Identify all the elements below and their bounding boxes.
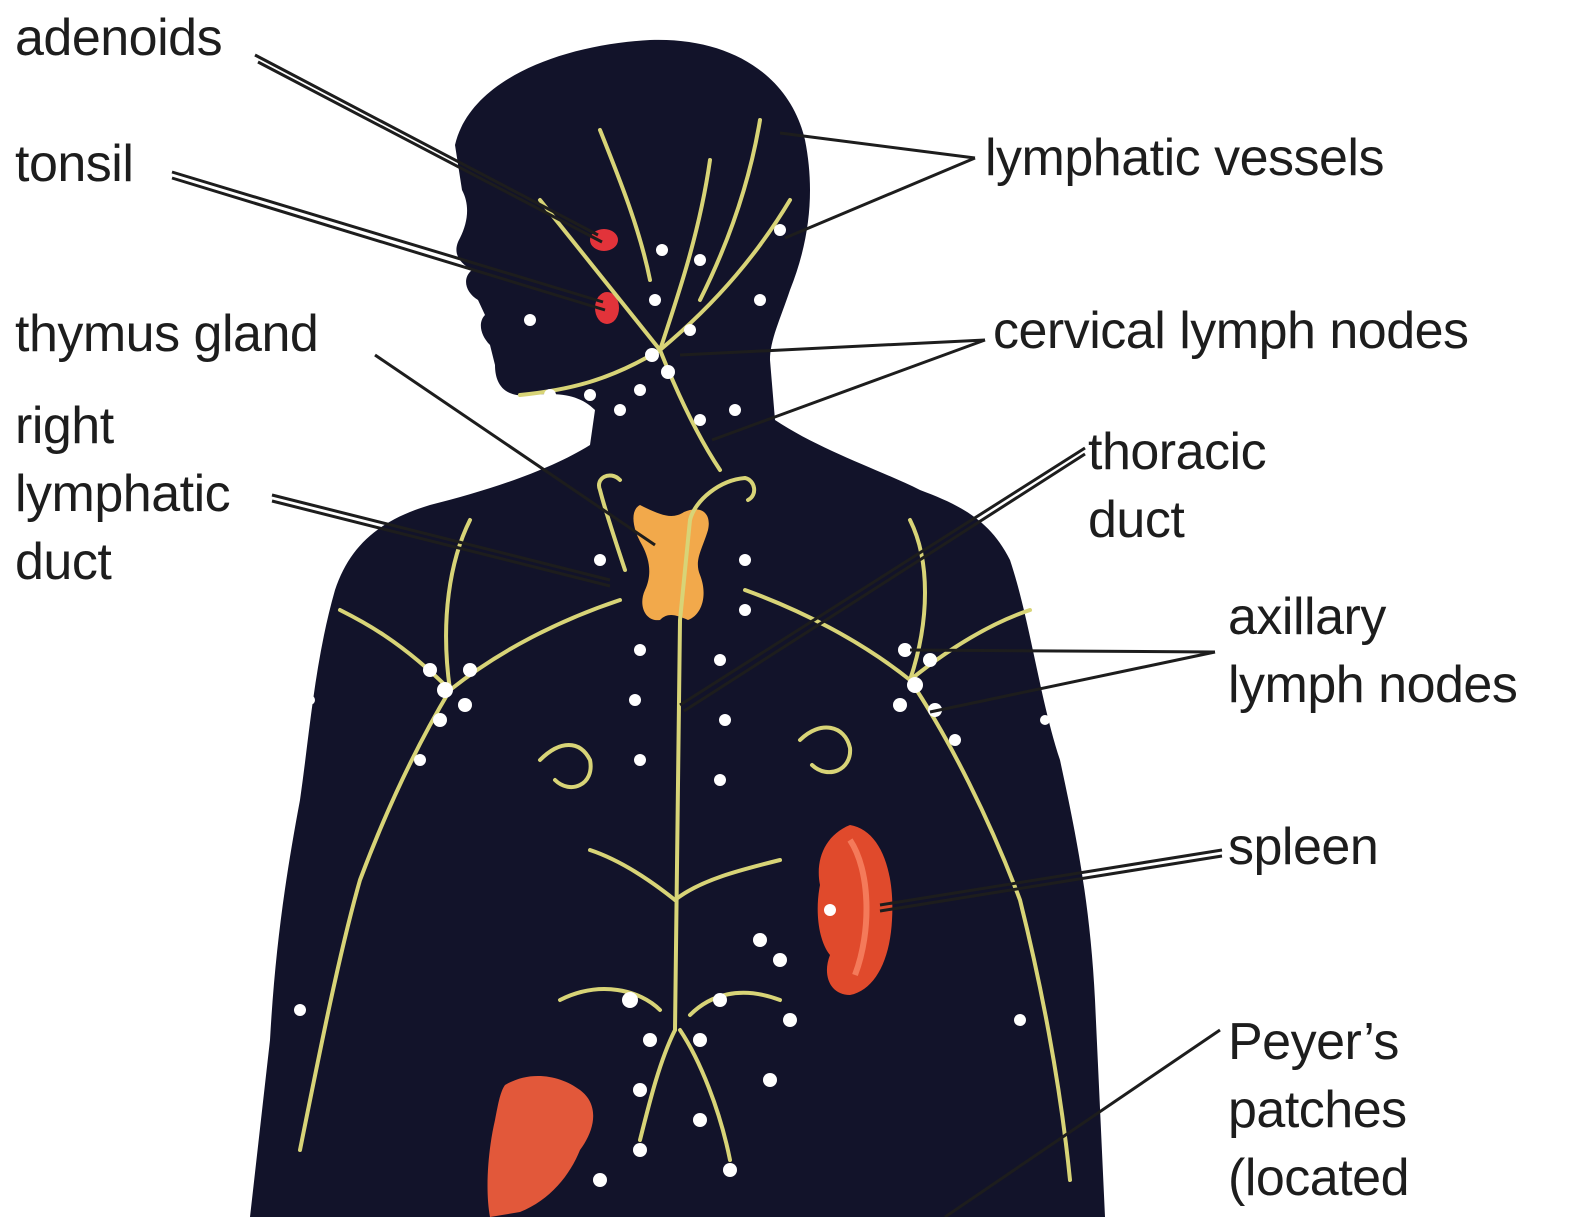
label-spleen: spleen — [1228, 813, 1378, 881]
label-thoracic-duct: thoracic duct — [1088, 418, 1266, 554]
label-thymus-gland: thymus gland — [15, 300, 318, 368]
lymphatic-vessels-leader-b — [785, 158, 975, 238]
label-lymphatic-vessels: lymphatic vessels — [985, 124, 1384, 192]
label-adenoids: adenoids — [15, 4, 222, 72]
label-cervical-lymph-nodes: cervical lymph nodes — [993, 297, 1469, 365]
label-right-lymphatic-duct: right lymphatic duct — [15, 392, 230, 596]
body-silhouette — [250, 40, 1105, 1217]
label-tonsil: tonsil — [15, 130, 133, 198]
label-peyers-patches: Peyer’s patches (located — [1228, 1008, 1409, 1212]
lymphatic-vessels-leader-a — [780, 133, 975, 158]
label-axillary-lymph-nodes: axillary lymph nodes — [1228, 583, 1517, 719]
axillary-leader-a — [910, 650, 1215, 652]
